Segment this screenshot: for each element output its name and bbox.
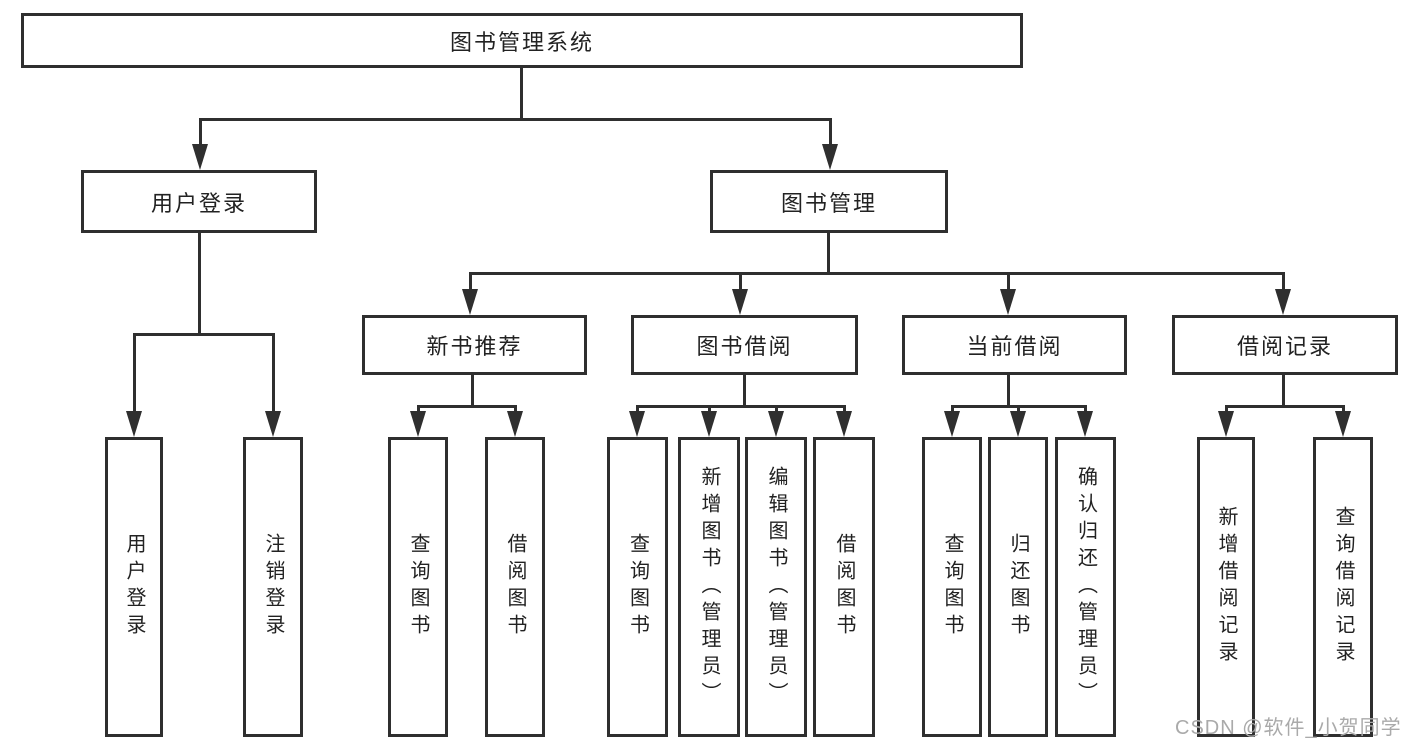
- node-leaf-logout-label: 注销登录: [262, 533, 284, 641]
- arrow-down-icon-leaf-user-login: [126, 411, 142, 437]
- arrow-down-icon-user-login: [192, 144, 208, 170]
- connector-root-vline: [520, 68, 523, 118]
- node-leaf-query-book-3: 查询图书: [922, 437, 982, 737]
- node-borrow-records-label: 借阅记录: [1236, 334, 1333, 359]
- connector-shaft-query-book-1: [417, 405, 420, 411]
- arrow-down-icon-book-mgmt: [822, 144, 838, 170]
- node-root: 图书管理系统: [21, 13, 1023, 68]
- node-leaf-query-book-2-label: 查询图书: [626, 533, 649, 641]
- node-leaf-edit-book-label: 编辑图书（管理员）: [765, 465, 787, 709]
- connector-shaft-add-record: [1225, 405, 1228, 411]
- arrow-down-icon-query-book-2: [629, 411, 645, 437]
- arrow-down-icon-edit-book: [768, 411, 784, 437]
- connector-new-book-rec-hline: [417, 405, 517, 408]
- csdn-watermark: CSDN @软件_小贺同学: [1175, 717, 1402, 739]
- node-leaf-user-login-label: 用户登录: [123, 533, 145, 641]
- connector-shaft-confirm-return: [1084, 405, 1087, 411]
- node-current-borrow-label: 当前借阅: [966, 334, 1063, 359]
- node-leaf-confirm-return: 确认归还（管理员）: [1055, 437, 1116, 737]
- node-leaf-return-book-label: 归还图书: [1007, 533, 1029, 641]
- node-leaf-user-login: 用户登录: [105, 437, 163, 737]
- connector-user-login-vline: [198, 233, 201, 333]
- arrow-down-icon-add-book: [701, 411, 717, 437]
- node-borrow-records: 借阅记录: [1172, 315, 1398, 375]
- node-leaf-add-book: 新增图书（管理员）: [678, 437, 740, 737]
- connector-shaft-borrow-records: [1282, 272, 1285, 289]
- connector-shaft-return-book: [1017, 405, 1020, 411]
- node-leaf-borrow-book-2: 借阅图书: [813, 437, 875, 737]
- node-leaf-query-book-1: 查询图书: [388, 437, 448, 737]
- node-leaf-confirm-return-label: 确认归还（管理员）: [1074, 465, 1097, 709]
- node-leaf-query-record: 查询借阅记录: [1313, 437, 1373, 737]
- connector-shaft-borrow-book-1: [514, 405, 517, 411]
- node-user-login: 用户登录: [81, 170, 317, 233]
- connector-shaft-query-book-2: [636, 405, 639, 411]
- node-leaf-add-record: 新增借阅记录: [1197, 437, 1255, 737]
- node-root-label: 图书管理系统: [449, 29, 594, 55]
- node-leaf-borrow-book-1-label: 借阅图书: [504, 533, 526, 641]
- node-leaf-logout: 注销登录: [243, 437, 303, 737]
- connector-shaft-query-record: [1342, 405, 1345, 411]
- node-leaf-query-book-2: 查询图书: [607, 437, 668, 737]
- node-current-borrow: 当前借阅: [902, 315, 1127, 375]
- connector-root-hline: [199, 118, 831, 121]
- connector-book-borrow-vline: [743, 375, 746, 405]
- node-leaf-borrow-book-1: 借阅图书: [485, 437, 545, 737]
- node-leaf-edit-book: 编辑图书（管理员）: [745, 437, 807, 737]
- arrow-down-icon-confirm-return: [1077, 411, 1093, 437]
- arrow-down-icon-new-book-rec: [462, 289, 478, 315]
- connector-shaft-leaf-logout: [272, 333, 275, 411]
- connector-borrow-records-vline: [1282, 375, 1285, 405]
- arrow-down-icon-borrow-records: [1275, 289, 1291, 315]
- connector-shaft-borrow-book-2: [843, 405, 846, 411]
- connector-shaft-book-borrow: [739, 272, 742, 289]
- node-leaf-borrow-book-2-label: 借阅图书: [833, 533, 855, 641]
- node-leaf-query-book-1-label: 查询图书: [407, 533, 429, 641]
- connector-borrow-records-hline: [1225, 405, 1345, 408]
- node-book-borrow: 图书借阅: [631, 315, 858, 375]
- arrow-down-icon-borrow-book-1: [507, 411, 523, 437]
- arrow-down-icon-current-borrow: [1000, 289, 1016, 315]
- arrow-down-icon-add-record: [1218, 411, 1234, 437]
- connector-book-mgmt-vline: [827, 233, 830, 273]
- node-leaf-return-book: 归还图书: [988, 437, 1048, 737]
- arrow-down-icon-query-record: [1335, 411, 1351, 437]
- arrow-down-icon-leaf-logout: [265, 411, 281, 437]
- connector-shaft-book-mgmt: [829, 118, 832, 144]
- node-new-book-rec-label: 新书推荐: [426, 334, 523, 359]
- node-book-mgmt: 图书管理: [710, 170, 948, 233]
- node-leaf-query-book-3-label: 查询图书: [941, 533, 963, 641]
- connector-current-borrow-vline: [1007, 375, 1010, 405]
- node-book-borrow-label: 图书借阅: [696, 334, 793, 359]
- arrow-down-icon-book-borrow: [732, 289, 748, 315]
- node-user-login-label: 用户登录: [150, 190, 247, 216]
- arrow-down-icon-return-book: [1010, 411, 1026, 437]
- arrow-down-icon-borrow-book-2: [836, 411, 852, 437]
- node-leaf-add-book-label: 新增图书（管理员）: [698, 465, 720, 709]
- connector-new-book-rec-vline: [471, 375, 474, 405]
- arrow-down-icon-query-book-1: [410, 411, 426, 437]
- node-leaf-add-record-label: 新增借阅记录: [1215, 506, 1237, 668]
- connector-book-mgmt-hline: [469, 272, 1285, 275]
- connector-user-login-hline: [133, 333, 275, 336]
- node-book-mgmt-label: 图书管理: [780, 190, 877, 216]
- arrow-down-icon-query-book-3: [944, 411, 960, 437]
- connector-shaft-query-book-3: [951, 405, 954, 411]
- node-leaf-query-record-label: 查询借阅记录: [1332, 506, 1354, 668]
- connector-shaft-user-login: [199, 118, 202, 144]
- node-new-book-rec: 新书推荐: [362, 315, 587, 375]
- connector-shaft-current-borrow: [1007, 272, 1010, 289]
- connector-shaft-edit-book: [775, 405, 778, 411]
- connector-shaft-leaf-user-login: [133, 333, 136, 411]
- connector-shaft-add-book: [708, 405, 711, 411]
- connector-shaft-new-book-rec: [469, 272, 472, 289]
- connector-book-borrow-hline: [636, 405, 846, 408]
